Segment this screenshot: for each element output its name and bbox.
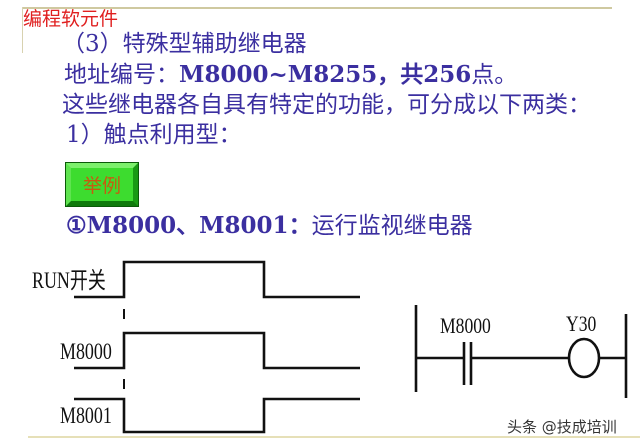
waveform-m8001 xyxy=(74,397,360,434)
description: 这些继电器各自具有特定的功能，可分成以下两类： xyxy=(62,92,591,118)
address-suffix: 点。 xyxy=(471,62,518,88)
signal-label-m8001: M8001 xyxy=(60,403,112,428)
ladder-diagram xyxy=(414,305,628,398)
coil-icon xyxy=(567,337,601,379)
watermark: 头条 @技成培训 xyxy=(507,418,617,436)
category-label: 1）触点利用型： xyxy=(66,122,242,148)
item-line: ①M8000、M8001：运行监视继电器 xyxy=(66,212,473,240)
slide-frame-bottom-line xyxy=(28,436,640,438)
heading: （3）特殊型辅助继电器 xyxy=(62,30,307,58)
signal-label-run-switch: RUN开关 xyxy=(32,268,106,293)
section-title: 编程软元件 xyxy=(23,8,119,30)
item-prefix: ①M8000、M8001： xyxy=(66,212,312,239)
example-button[interactable]: 举例 xyxy=(65,162,139,207)
slide-frame-top-line xyxy=(22,7,612,9)
address-line: 地址编号：M8000~M8255，共256点。 xyxy=(64,61,517,89)
coil-label: Y30 xyxy=(566,311,597,336)
waveform-run-switch xyxy=(74,260,360,299)
heading-text: （3）特殊型辅助继电器 xyxy=(62,31,307,57)
address-prefix: 地址编号： xyxy=(64,62,179,88)
contact-label: M8000 xyxy=(440,313,491,338)
timing-diagram xyxy=(74,260,360,434)
signal-label-m8000: M8000 xyxy=(60,339,112,364)
slide-frame-left-line xyxy=(22,7,23,53)
item-description: 运行监视继电器 xyxy=(311,213,473,239)
waveform-m8000 xyxy=(74,331,360,370)
address-range: M8000~M8255，共256 xyxy=(179,61,472,88)
